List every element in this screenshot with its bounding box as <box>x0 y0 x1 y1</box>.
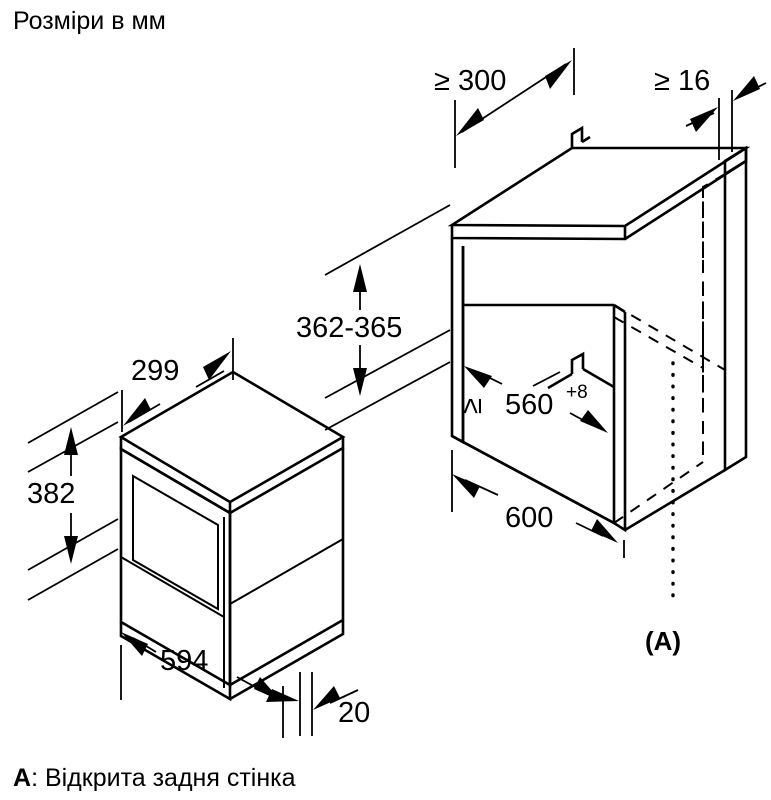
dim-ext-niche-height-bottom2 <box>324 361 451 431</box>
dim-arrow-side-clearance-right <box>733 76 760 101</box>
microwave-base-right <box>229 620 345 701</box>
microwave-door-band-line <box>120 556 225 618</box>
drawing-caption: A: Відкрита задня стінка <box>13 764 296 792</box>
dim-arrow-appliance-depth-left <box>123 398 151 426</box>
microwave-right-side-face <box>228 448 345 688</box>
microwave-side-step-join <box>229 599 238 605</box>
microwave-drawing <box>118 370 346 702</box>
microwave-side-step-line <box>236 538 344 601</box>
microwave-top-face <box>118 370 346 504</box>
dim-arrow-front-overhang-left <box>266 689 299 702</box>
dim-label-appliance-height: 382 <box>27 478 75 510</box>
cabinet-right-panel-face <box>723 161 748 473</box>
cabinet-right-panel-bottom-edge <box>624 468 726 532</box>
cabinet-niche-drawing: (A) <box>447 125 751 656</box>
dim-label-appliance-depth: 299 <box>131 355 179 387</box>
dim-label-niche-depth: 600 <box>505 502 553 534</box>
dim-arrow-top-clearance-left <box>456 108 484 136</box>
cabinet-top-board-front-edge <box>450 225 627 241</box>
dim-ext-appliance-height-bottom2 <box>27 548 119 601</box>
cabinet-shelf-notch-edge <box>582 367 615 389</box>
dim-arrow-appliance-height-top <box>64 427 78 455</box>
open-back-wall-marker: (A) <box>645 626 681 656</box>
dim-arrow-appliance-height-bottom <box>64 536 78 564</box>
cabinet-top-face <box>447 146 751 228</box>
dim-label-niche-width-prefix: ≥ <box>456 398 488 414</box>
dim-label-niche-width-tolerance: +8 <box>566 382 588 403</box>
dim-label-front-overhang: 20 <box>338 697 370 729</box>
dim-line-niche-width-upper <box>532 371 561 387</box>
dim-arrow-appliance-width-left <box>121 632 148 656</box>
dim-arrow-side-clearance-left <box>690 107 718 132</box>
dim-arrow-niche-depth-right <box>591 519 618 543</box>
cabinet-hidden-rear-right-vertical <box>702 173 726 460</box>
dim-arrow-niche-depth-left <box>452 474 480 498</box>
cabinet-top-back-notch <box>570 125 584 148</box>
cabinet-shelf-notch-left-edge <box>547 372 573 390</box>
cabinet-hidden-shelf-right <box>613 304 726 371</box>
cabinet-top-board-right-edge <box>624 148 748 241</box>
microwave-base-front <box>119 622 232 702</box>
cabinet-hidden-shelf-right-lower <box>613 316 704 369</box>
dim-label-appliance-width: 594 <box>160 645 208 677</box>
dim-label-niche-width-group: ≥ 560 +8 <box>456 382 588 421</box>
dim-label-niche-width: 560 <box>505 389 553 421</box>
dim-arrow-appliance-depth-right <box>203 351 231 380</box>
dim-arrow-top-clearance-right <box>545 60 572 89</box>
dim-line-appliance-depth-right <box>195 370 225 388</box>
dim-label-side-clearance: ≥ 16 <box>654 65 710 97</box>
dim-label-niche-height: 362-365 <box>296 312 402 344</box>
microwave-door-window <box>132 474 219 611</box>
caption-marker-letter: A <box>13 764 31 792</box>
dim-ext-niche-height-bottom <box>324 329 451 399</box>
microwave-top-right-lip <box>229 437 345 515</box>
dim-ext-appliance-height-top <box>27 391 119 444</box>
cabinet-lower-left-panel <box>451 305 465 445</box>
cabinet-hidden-bottom-right-inner <box>613 461 704 524</box>
dim-arrow-niche-width-left <box>464 366 492 388</box>
caption-description: : Відкрита задня стінка <box>31 764 296 792</box>
cabinet-lower-bottom-front-lower <box>451 434 615 525</box>
dim-arrow-niche-height-bottom <box>353 368 367 396</box>
dim-arrow-niche-height-top <box>353 264 367 292</box>
microwave-dimensions: 299 382 594 20 <box>27 338 370 738</box>
microwave-bottom-right-edge <box>229 619 344 686</box>
dim-label-top-clearance: ≥ 300 <box>434 65 506 97</box>
cabinet-shelf-notch <box>570 351 585 374</box>
drawing-title: Розміри в мм <box>13 7 166 35</box>
dim-arrow-niche-width-right <box>580 410 608 433</box>
dim-line-front-overhang-right <box>329 689 359 704</box>
dim-arrow-front-overhang-right <box>313 686 340 710</box>
cabinet-top-back-notch-edge <box>581 135 591 144</box>
cabinet-front-vertical-edge <box>612 305 627 533</box>
dim-ext-niche-height-top <box>324 204 451 276</box>
cabinet-dimensions: ≥ 300 ≥ 16 362-365 ≥ <box>296 48 767 558</box>
